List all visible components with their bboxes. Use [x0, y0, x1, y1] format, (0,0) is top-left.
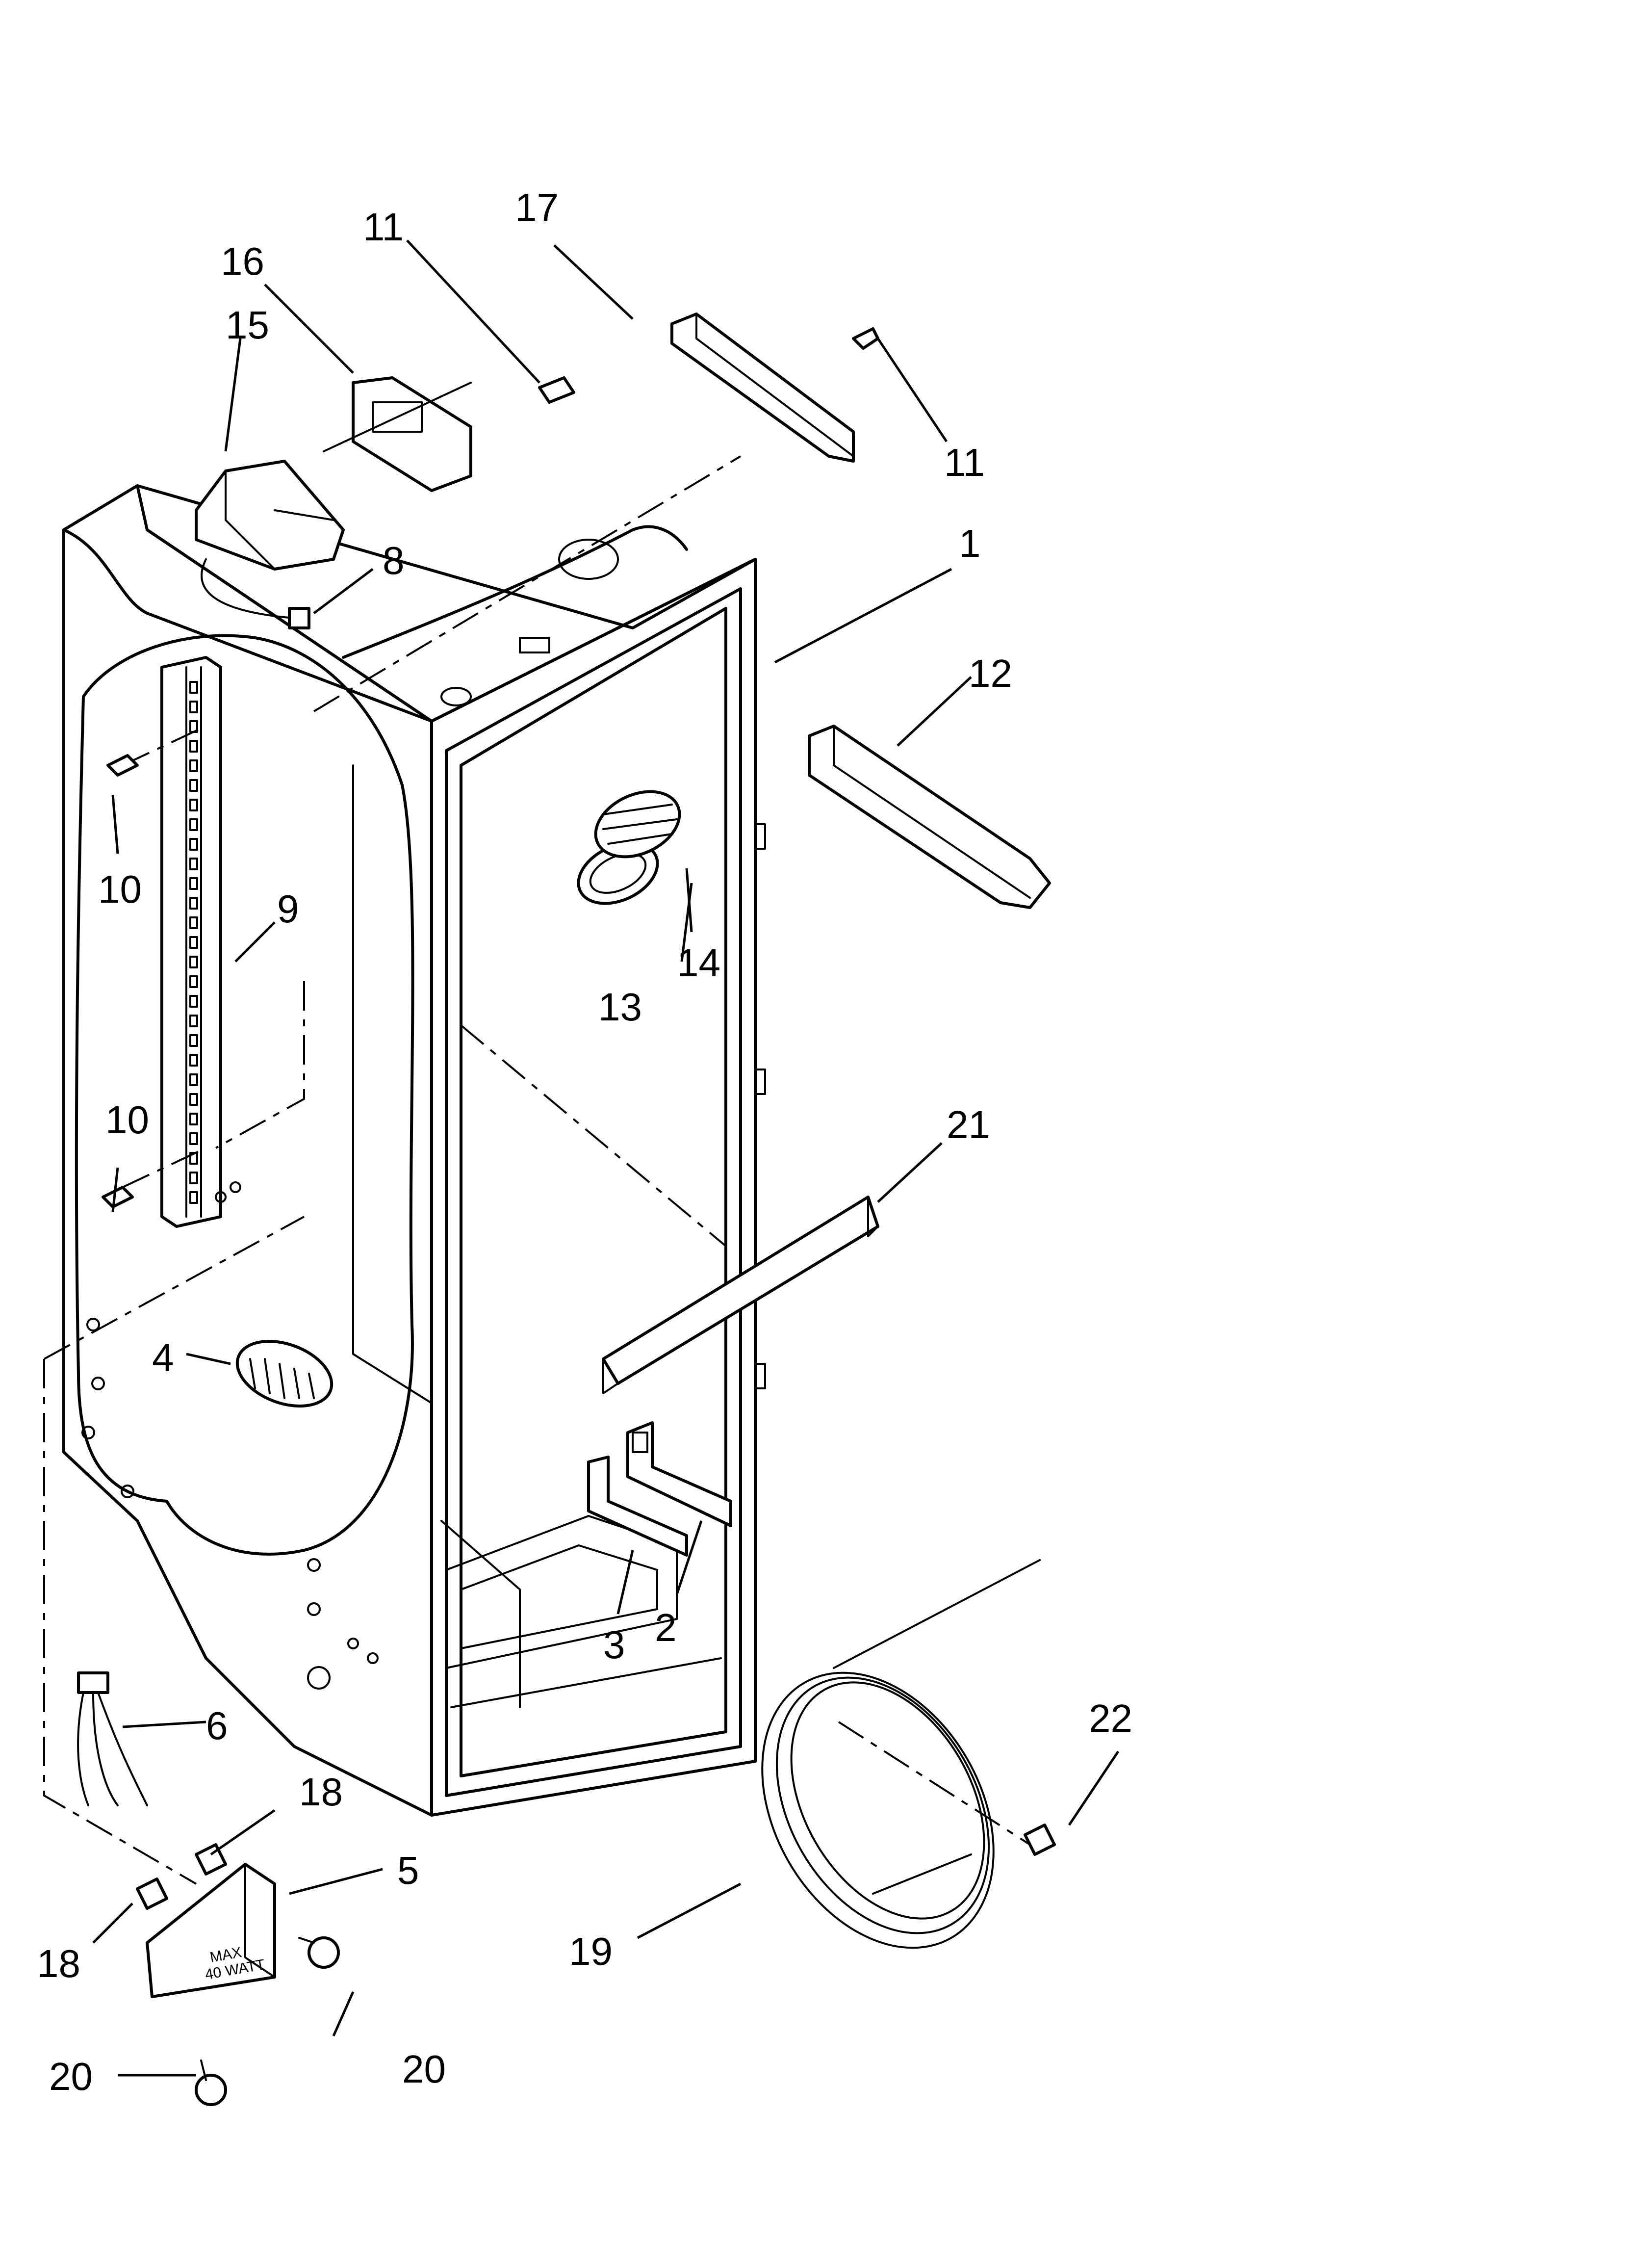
light-assembly: MAX 40 WATT: [43, 1216, 340, 2106]
part-label-4: 4: [152, 1336, 174, 1380]
part-label-16: 16: [221, 239, 264, 283]
rail-slot: [189, 1015, 198, 1027]
rail-slot: [189, 975, 198, 988]
rail-slot: [189, 1054, 198, 1067]
rail-slot: [189, 858, 198, 870]
cross-bar: [602, 1196, 879, 1394]
tubing-coil: [761, 1559, 1056, 1949]
part-label-21: 21: [947, 1103, 990, 1147]
rail-slot: [189, 740, 198, 753]
part-label-18-top: 18: [299, 1770, 343, 1814]
rail-slot: [189, 897, 198, 910]
part-label-6: 6: [206, 1704, 228, 1747]
part-label-2: 2: [655, 1606, 677, 1649]
lower-vent-grille: [235, 1340, 334, 1408]
rail-slot: [189, 759, 198, 772]
part-label-20-left: 20: [49, 2055, 93, 2098]
rail-slot: [189, 818, 198, 831]
part-label-20-right: 20: [402, 2047, 446, 2091]
control-housing-assembly: [195, 376, 472, 629]
rail-slot: [189, 1172, 198, 1184]
rail-slot: [189, 799, 198, 811]
part-label-5: 5: [397, 1849, 419, 1892]
top-rail: [538, 313, 879, 463]
part-label-11-top: 11: [363, 205, 404, 249]
lower-brackets: [587, 1421, 732, 1557]
part-label-22: 22: [1089, 1696, 1132, 1740]
rail-slot: [189, 1034, 198, 1047]
part-label-15: 15: [226, 303, 269, 347]
part-label-3: 3: [603, 1623, 625, 1667]
rail-slot: [189, 995, 198, 1008]
part-label-12: 12: [969, 652, 1012, 695]
rail-slot: [189, 877, 198, 890]
part-label-17: 17: [515, 185, 559, 229]
rail-slot: [189, 838, 198, 851]
part-label-14: 14: [677, 941, 720, 985]
shelf-ladder-rail: [122, 656, 305, 1228]
part-number-labels: 17 11 16 15 11 1 12 8 10 9 14 13 10 21 4…: [37, 185, 1132, 2098]
part-label-13: 13: [598, 985, 642, 1029]
part-label-19: 19: [569, 1929, 613, 1973]
part-label-10-top: 10: [98, 867, 142, 911]
rail-slot: [189, 1073, 198, 1086]
rail-slot: [189, 701, 198, 713]
part-label-9: 9: [277, 887, 299, 931]
air-vents: [577, 790, 681, 905]
rail-slot: [189, 681, 198, 694]
rail-slot: [189, 916, 198, 929]
leader-lines: [92, 239, 1120, 2077]
rail-slot: [189, 1093, 198, 1106]
rail-slot: [189, 1113, 198, 1125]
part-label-8: 8: [383, 539, 405, 582]
part-label-18-bottom: 18: [37, 1942, 80, 1985]
part-label-1: 1: [959, 521, 981, 565]
rail-slot: [189, 1191, 198, 1204]
rail-slot: [189, 956, 198, 968]
trim-channel: [808, 725, 1051, 909]
rail-slot: [189, 779, 198, 792]
rail-slot: [189, 936, 198, 949]
rail-slot: [189, 1132, 198, 1145]
part-label-10-bottom: 10: [105, 1098, 149, 1142]
part-label-11-right: 11: [944, 441, 985, 484]
